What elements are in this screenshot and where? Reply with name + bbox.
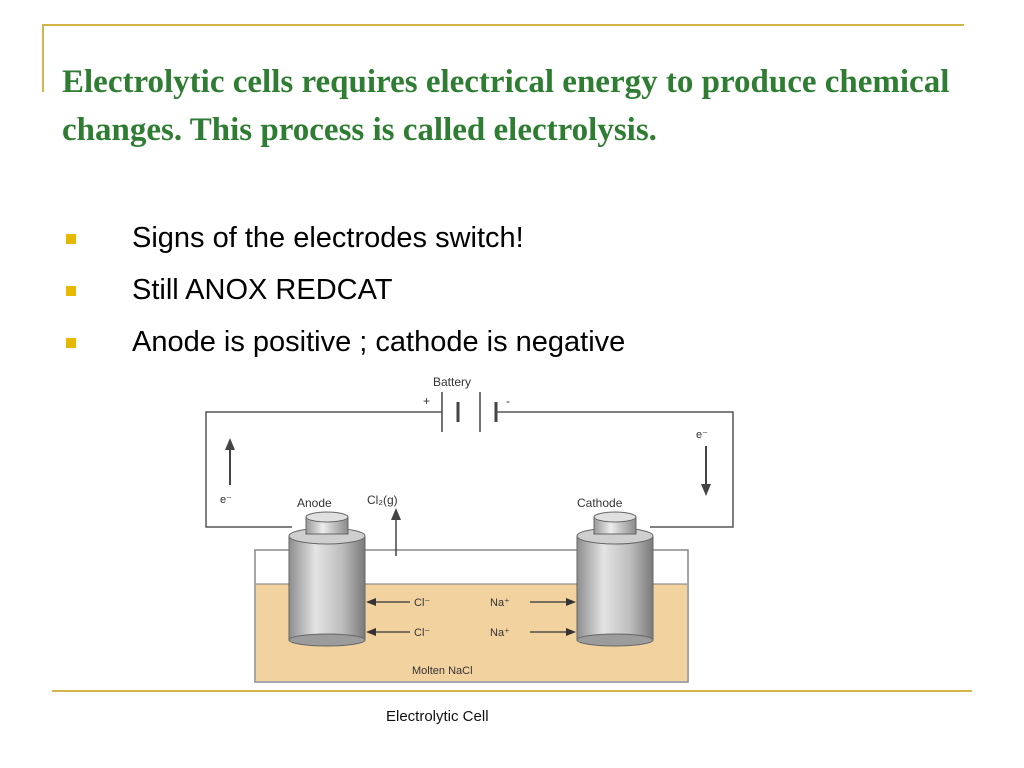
cation-arrow-icon [530,598,576,606]
cathode-label: Cathode [577,496,623,510]
battery-icon [441,392,498,432]
anion-arrow-icon [366,598,410,606]
battery-label: Battery [433,375,471,389]
diagram-caption: Electrolytic Cell [386,708,489,725]
bullet-item: Anode is positive ; cathode is negative [62,318,962,370]
anode-label: Anode [297,496,332,510]
electron-arrow-down-icon [701,446,711,496]
frame-top-line [42,24,964,26]
electron-arrow-up-icon [225,438,235,485]
bullet-list: Signs of the electrodes switch! Still AN… [62,214,962,370]
bullet-item: Still ANOX REDCAT [62,266,962,318]
bullet-text: Still ANOX REDCAT [132,274,393,306]
gas-arrow-up-icon [391,508,401,556]
electron-label-right: e⁻ [696,429,708,441]
electron-label-left: e⁻ [220,494,232,506]
slide-title: Electrolytic cells requires electrical e… [62,64,950,148]
cation-arrow-icon [530,628,576,636]
battery-plus-sign: + [423,394,430,408]
square-bullet-icon [66,234,76,244]
square-bullet-icon [66,286,76,296]
anode-electrode [288,511,366,647]
frame-left-line [42,24,44,92]
electrolytic-cell-diagram: Battery + - e⁻ e⁻ Anode Cl₂(g) [205,375,734,683]
bullet-item: Signs of the electrodes switch! [62,214,962,266]
cation-label: Na⁺ [490,627,510,639]
electrolyte-label: Molten NaCl [412,665,473,677]
anion-arrow-icon [366,628,410,636]
frame-bottom-line [52,690,972,692]
square-bullet-icon [66,338,76,348]
battery-minus-sign: - [506,394,510,408]
bullet-text: Signs of the electrodes switch! [132,222,524,254]
anion-label: Cl⁻ [414,627,430,639]
anion-label: Cl⁻ [414,597,430,609]
bullet-text: Anode is positive ; cathode is negative [132,326,626,358]
cathode-electrode [576,511,654,647]
cation-label: Na⁺ [490,597,510,609]
circuit-wire [205,411,734,528]
chlorine-gas-label: Cl₂(g) [367,493,398,507]
